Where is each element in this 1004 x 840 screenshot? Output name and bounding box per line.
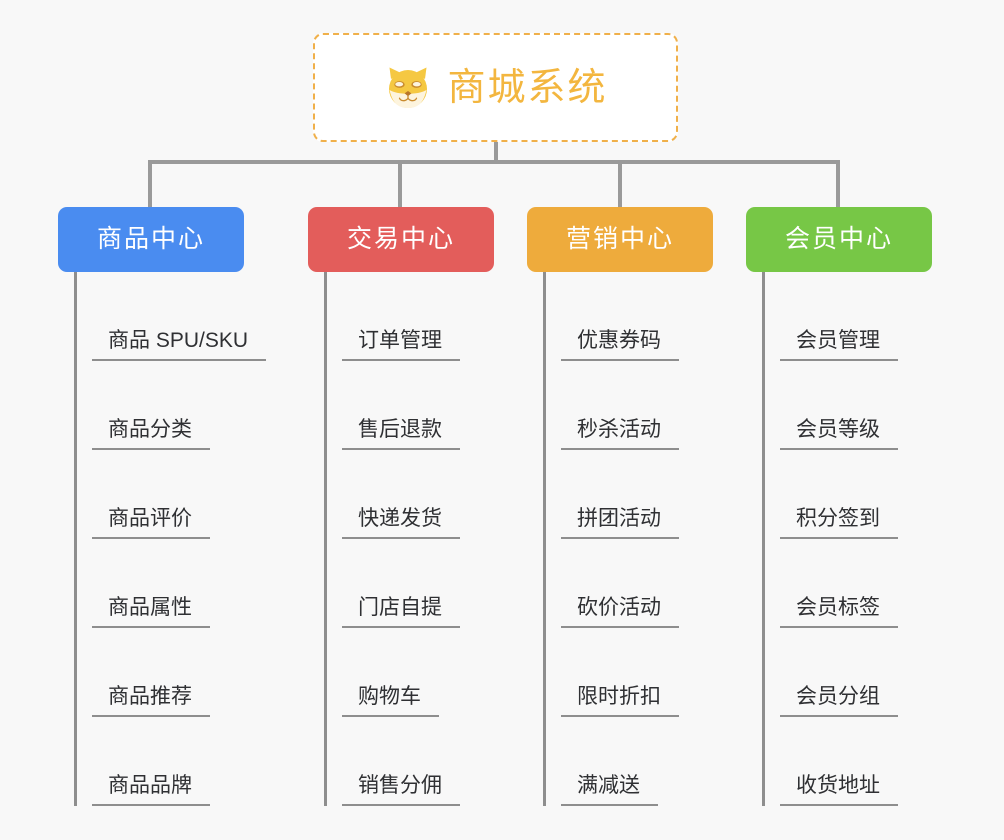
list-item[interactable]: 商品评价: [77, 450, 244, 539]
leaf-list-1: 商品 SPU/SKU 商品分类 商品评价 商品属性 商品推荐 商品品牌: [74, 272, 267, 806]
leaf-label: 商品 SPU/SKU: [92, 329, 267, 361]
list-item[interactable]: 会员管理: [765, 272, 932, 361]
category-column-3: 营销中心 优惠券码 秒杀活动 拼团活动 砍价活动 限时折扣 满减送: [527, 207, 713, 806]
list-item[interactable]: 会员等级: [765, 361, 932, 450]
category-header-1[interactable]: 商品中心: [58, 207, 244, 272]
category-column-2: 交易中心 订单管理 售后退款 快递发货 门店自提 购物车 销售分佣: [308, 207, 494, 806]
list-item[interactable]: 秒杀活动: [546, 361, 713, 450]
leaf-label: 商品品牌: [92, 774, 210, 806]
list-item[interactable]: 满减送: [546, 717, 713, 806]
leaf-label: 秒杀活动: [561, 418, 679, 450]
list-item[interactable]: 会员标签: [765, 539, 932, 628]
connector-drop-3: [618, 160, 622, 207]
category-header-2[interactable]: 交易中心: [308, 207, 494, 272]
leaf-list-4: 会员管理 会员等级 积分签到 会员标签 会员分组 收货地址: [762, 272, 932, 806]
list-item[interactable]: 积分签到: [765, 450, 932, 539]
leaf-label: 会员标签: [780, 596, 898, 628]
category-column-1: 商品中心 商品 SPU/SKU 商品分类 商品评价 商品属性 商品推荐 商品品牌: [58, 207, 267, 806]
list-item[interactable]: 售后退款: [327, 361, 494, 450]
list-item[interactable]: 门店自提: [327, 539, 494, 628]
leaf-label: 砍价活动: [561, 596, 679, 628]
leaf-label: 售后退款: [342, 418, 460, 450]
list-item[interactable]: 砍价活动: [546, 539, 713, 628]
list-item[interactable]: 商品推荐: [77, 628, 244, 717]
list-item[interactable]: 销售分佣: [327, 717, 494, 806]
connector-drop-4: [836, 160, 840, 207]
list-item[interactable]: 商品 SPU/SKU: [77, 272, 267, 361]
category-header-3[interactable]: 营销中心: [527, 207, 713, 272]
leaf-label: 满减送: [561, 774, 658, 806]
list-item[interactable]: 订单管理: [327, 272, 494, 361]
root-title: 商城系统: [447, 66, 608, 109]
connector-drop-2: [398, 160, 402, 207]
leaf-label: 积分签到: [780, 507, 898, 539]
leaf-label: 快递发货: [342, 507, 460, 539]
leaf-label: 商品分类: [92, 418, 210, 450]
leaf-list-3: 优惠券码 秒杀活动 拼团活动 砍价活动 限时折扣 满减送: [543, 272, 713, 806]
leaf-label: 优惠券码: [561, 329, 679, 361]
list-item[interactable]: 限时折扣: [546, 628, 713, 717]
list-item[interactable]: 会员分组: [765, 628, 932, 717]
leaf-label: 会员等级: [780, 418, 898, 450]
list-item[interactable]: 快递发货: [327, 450, 494, 539]
leaf-label: 限时折扣: [561, 685, 679, 717]
list-item[interactable]: 收货地址: [765, 717, 932, 806]
connector-root-stem: [494, 142, 498, 164]
leaf-label: 购物车: [342, 685, 439, 717]
leaf-label: 会员管理: [780, 329, 898, 361]
leaf-label: 收货地址: [780, 774, 898, 806]
category-label-1: 商品中心: [96, 225, 205, 253]
leaf-label: 门店自提: [342, 596, 460, 628]
leaf-label: 销售分佣: [342, 774, 460, 806]
category-label-4: 会员中心: [784, 225, 893, 253]
leaf-label: 商品推荐: [92, 685, 210, 717]
leaf-label: 订单管理: [342, 329, 460, 361]
category-label-2: 交易中心: [346, 225, 455, 253]
root-node-card[interactable]: 商城系统: [313, 33, 678, 142]
leaf-label: 会员分组: [780, 685, 898, 717]
shiba-dog-icon: [383, 63, 433, 113]
category-column-4: 会员中心 会员管理 会员等级 积分签到 会员标签 会员分组 收货地址: [746, 207, 932, 806]
leaf-label: 商品属性: [92, 596, 210, 628]
list-item[interactable]: 购物车: [327, 628, 494, 717]
list-item[interactable]: 商品品牌: [77, 717, 244, 806]
list-item[interactable]: 优惠券码: [546, 272, 713, 361]
connector-drop-1: [148, 160, 152, 207]
category-header-4[interactable]: 会员中心: [746, 207, 932, 272]
list-item[interactable]: 商品属性: [77, 539, 244, 628]
leaf-list-2: 订单管理 售后退款 快递发货 门店自提 购物车 销售分佣: [324, 272, 494, 806]
connector-horizontal-bus: [148, 160, 840, 164]
category-label-3: 营销中心: [565, 225, 674, 253]
leaf-label: 商品评价: [92, 507, 210, 539]
list-item[interactable]: 商品分类: [77, 361, 244, 450]
leaf-label: 拼团活动: [561, 507, 679, 539]
list-item[interactable]: 拼团活动: [546, 450, 713, 539]
